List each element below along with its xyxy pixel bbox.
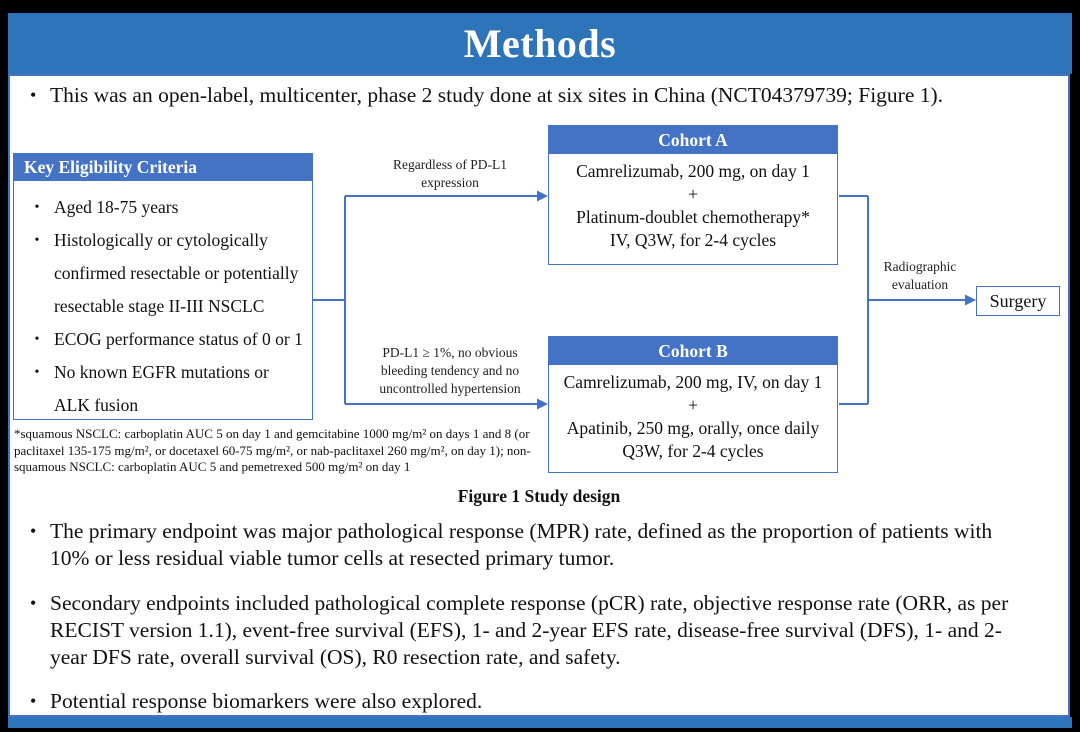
eligibility-item: • Aged 18-75 years bbox=[20, 191, 306, 224]
bullet-dot: • bbox=[34, 365, 40, 380]
bullet-dot: • bbox=[30, 85, 37, 105]
cohort-a-box: Cohort A Camrelizumab, 200 mg, on day 1 … bbox=[548, 125, 838, 265]
cohort-a-header: Cohort A bbox=[549, 126, 837, 154]
figure-caption: Figure 1 Study design bbox=[457, 486, 621, 506]
bullet-dot: • bbox=[34, 200, 40, 215]
biomarkers-bullet: • Potential response biomarkers were als… bbox=[18, 688, 1062, 715]
intro-bullet: • This was an open-label, multicenter, p… bbox=[18, 82, 1058, 109]
cohort-b-header: Cohort B bbox=[549, 337, 837, 365]
radiographic-evaluation-label: Radiographic evaluation bbox=[883, 259, 957, 293]
secondary-endpoints-bullet: • Secondary endpoints included pathologi… bbox=[18, 590, 1062, 671]
eligibility-item: • ECOG performance status of 0 or 1 bbox=[20, 323, 306, 356]
bullet-dot: • bbox=[30, 691, 37, 711]
bottom-accent-bar bbox=[8, 717, 1072, 728]
intro-bullet-text: This was an open-label, multicenter, pha… bbox=[50, 83, 944, 107]
branch-label-cohort-b: PD-L1 ≥ 1%, no obvious bleeding tendency… bbox=[379, 345, 521, 397]
bullet-dot: • bbox=[30, 521, 37, 541]
page-title: Methods bbox=[463, 21, 617, 66]
eligibility-box-header: Key Eligibility Criteria bbox=[14, 154, 312, 181]
bullet-dot: • bbox=[34, 332, 40, 347]
surgery-label: Surgery bbox=[989, 290, 1047, 311]
eligibility-item: • Histologically or cytologically confir… bbox=[20, 224, 306, 323]
eligibility-criteria-box: Key Eligibility Criteria • Aged 18-75 ye… bbox=[13, 153, 313, 420]
surgery-box: Surgery bbox=[976, 286, 1060, 316]
bullet-dot: • bbox=[34, 233, 40, 248]
primary-endpoint-bullet: • The primary endpoint was major patholo… bbox=[18, 518, 1062, 572]
cohort-a-body: Camrelizumab, 200 mg, on day 1 + Platinu… bbox=[576, 161, 810, 250]
cohort-b-body: Camrelizumab, 200 mg, IV, on day 1 + Apa… bbox=[563, 372, 823, 461]
chemo-footnote: *squamous NSCLC: carboplatin AUC 5 on da… bbox=[14, 426, 531, 474]
eligibility-list: • Aged 18-75 years • Histologically or c… bbox=[14, 181, 312, 422]
eligibility-item: • No known EGFR mutations or ALK fusion bbox=[20, 356, 306, 422]
bullet-dot: • bbox=[30, 593, 37, 613]
cohort-b-box: Cohort B Camrelizumab, 200 mg, IV, on da… bbox=[548, 336, 838, 473]
slide-title-bar: Methods bbox=[8, 13, 1072, 74]
slide-content: • This was an open-label, multicenter, p… bbox=[8, 74, 1070, 717]
branch-label-cohort-a: Regardless of PD-L1 expression bbox=[393, 157, 507, 191]
